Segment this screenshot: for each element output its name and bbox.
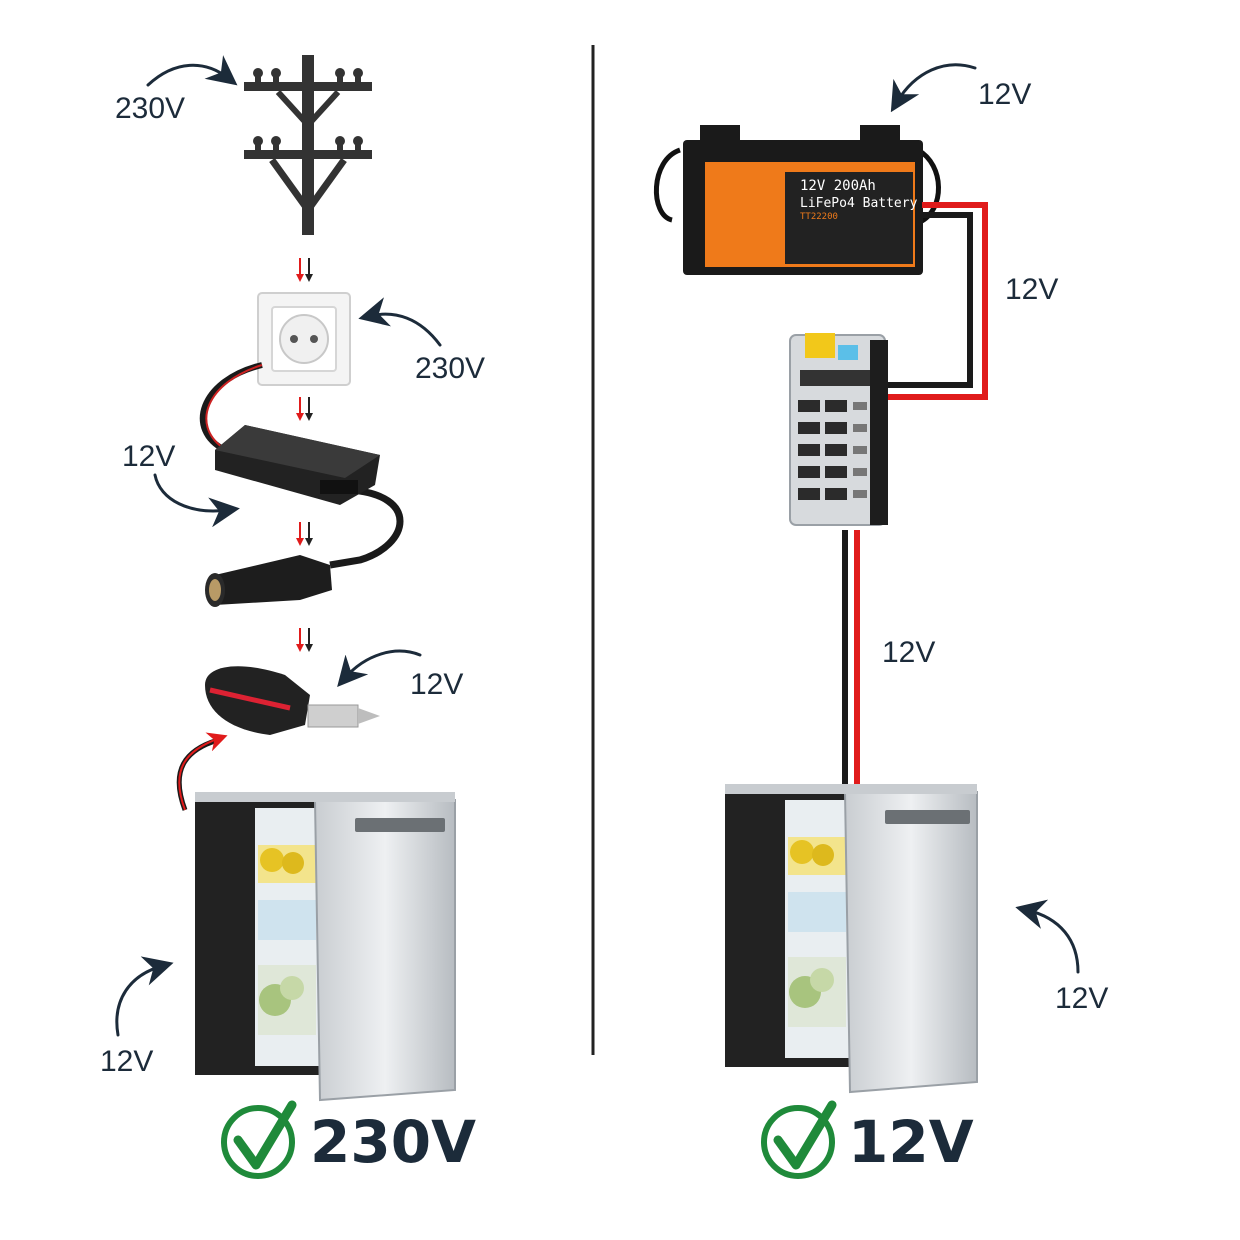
car-plug-icon — [205, 666, 380, 735]
right-fridge-voltage-label: 12V — [1055, 982, 1109, 1015]
left-result-label: 230V — [310, 1108, 476, 1176]
battery-label-line3: TT22200 — [800, 212, 838, 222]
left-fridge-voltage-label: 12V — [100, 1045, 154, 1078]
battery-icon — [653, 125, 941, 275]
battery-cable-voltage-label: 12V — [1005, 273, 1059, 306]
battery-label-line1: 12V 200Ah — [800, 178, 876, 194]
checkmark-icon — [221, 1100, 297, 1179]
checkmark-icon — [761, 1100, 837, 1179]
curved-arrow-icon — [115, 55, 1080, 1037]
fridge-icon — [195, 792, 456, 1102]
power-pole-icon — [244, 55, 372, 235]
power-adapter-icon — [215, 425, 380, 505]
fuse-box-icon — [789, 333, 888, 526]
fridge-cable-voltage-label: 12V — [882, 636, 936, 669]
battery-wires — [888, 202, 988, 400]
wall-socket-voltage-label: 230V — [415, 352, 486, 385]
battery-label-line2: LiFePo4 Battery — [800, 196, 918, 211]
flow-arrows — [296, 258, 313, 652]
battery-voltage-label: 12V — [978, 78, 1032, 111]
power-pole-voltage-label: 230V — [115, 92, 186, 125]
wall-socket-icon — [257, 292, 351, 386]
car-socket-icon — [205, 555, 332, 607]
right-result-label: 12V — [848, 1108, 974, 1176]
plug-voltage-label: 12V — [410, 668, 464, 701]
adapter-voltage-label: 12V — [122, 440, 176, 473]
fridge-wires — [842, 530, 860, 790]
fridge-icon — [725, 784, 978, 1094]
